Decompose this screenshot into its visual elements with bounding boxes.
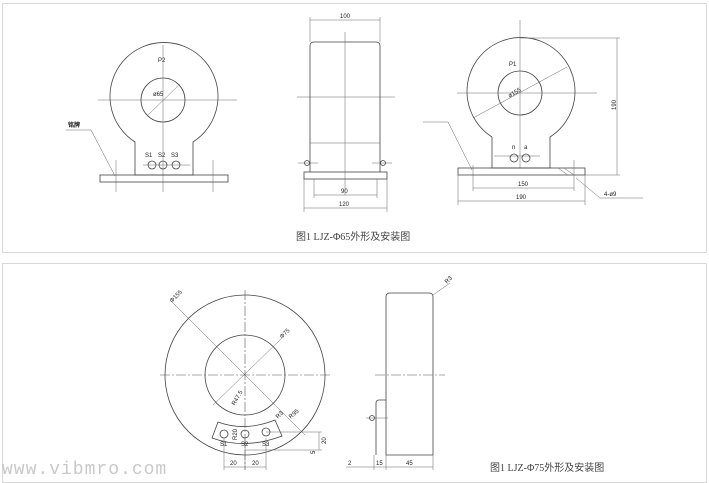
- figure-2-panel: [2, 263, 707, 483]
- fig2-dim-v1: 20: [322, 437, 328, 444]
- fig1-rear-view: P1 ø155 n a 190 150 190 4-ø9: [423, 20, 643, 205]
- fig2-front-view: Φ155 Φ75 R47.5 R3 R95 R20 S1 S2 S3 20 20…: [160, 289, 330, 470]
- dim-base-width-rear: 190: [516, 195, 527, 201]
- outer-dia-label: ø155: [508, 87, 523, 99]
- fig2-dim-2: 2: [348, 461, 352, 467]
- terminal-s1: S1: [145, 153, 153, 159]
- dim-base-width: 120: [339, 202, 350, 208]
- inner-dia-label: ø65: [153, 92, 164, 98]
- fig2-terminal-s3: S3: [262, 442, 270, 448]
- fig2-radius-r3: R3: [275, 410, 285, 420]
- fig2-dim-v2: 5: [311, 450, 317, 454]
- fig2-outer-dia: Φ155: [169, 289, 184, 304]
- fig2-side-view: R3 2 15 45: [346, 275, 454, 470]
- fig1-side-view: 100 90 120: [297, 14, 395, 212]
- terminal-s2: S2: [158, 153, 166, 159]
- fig2-radius-r20: R20: [233, 428, 239, 440]
- dim-hole-spacing: 90: [341, 189, 348, 195]
- fig2-dim-h2: 20: [252, 461, 259, 467]
- fig2-dim-45: 45: [406, 461, 413, 467]
- dim-hole-spacing-rear: 150: [518, 182, 529, 188]
- holes-label: 4-ø9: [604, 192, 617, 198]
- terminal-a: a: [524, 145, 528, 151]
- fig2-inner-dia: Φ75: [279, 327, 292, 340]
- fig1-front-view: P2 ø65 铭牌 S1 S2 S3: [66, 42, 237, 192]
- figure-2-caption: 图1 LJZ-Φ75外形及安装图: [490, 463, 605, 474]
- label-p2: P2: [158, 58, 166, 64]
- fig2-radius-inner: R47.5: [231, 389, 245, 406]
- terminal-s3: S3: [171, 153, 179, 159]
- terminal-n: n: [512, 145, 515, 151]
- fig2-corner-radius: R3: [444, 275, 454, 285]
- dim-top-width: 100: [340, 14, 351, 20]
- fig2-terminal-s2: S2: [241, 442, 249, 448]
- label-p1: P1: [509, 62, 517, 68]
- watermark: www.vibmro.com: [2, 460, 168, 480]
- figure-1-panel: [2, 3, 707, 253]
- figure-1-caption: 图1 LJZ-Φ65外形及安装图: [296, 232, 411, 243]
- nameplate-label: 铭牌: [68, 121, 80, 129]
- dim-height: 190: [612, 99, 618, 110]
- fig2-dim-h1: 20: [230, 461, 237, 467]
- fig2-dim-15: 15: [376, 461, 383, 467]
- fig2-radius-outer: R95: [288, 408, 301, 420]
- fig2-terminal-s1: S1: [220, 442, 228, 448]
